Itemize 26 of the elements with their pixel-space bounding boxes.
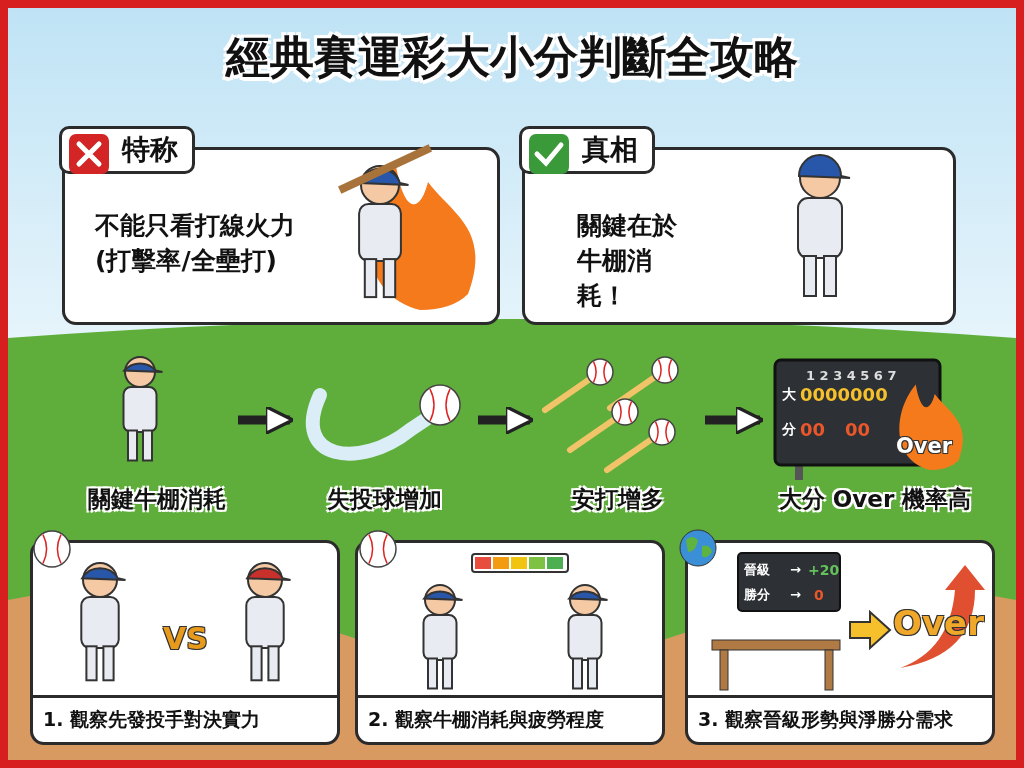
tip-caption: 3. 觀察晉級形勢與淨勝分需求 <box>688 695 992 742</box>
card-text: 不能只看打線火力(打擊率/全壘打) <box>95 210 296 277</box>
arrow <box>705 404 765 436</box>
scoreboard-text: → <box>790 588 801 601</box>
arrow <box>238 404 295 436</box>
arrow <box>478 404 535 436</box>
scoreboard-text: 0000000 <box>800 386 888 404</box>
step-caption: 關鍵牛棚消耗 <box>87 485 226 514</box>
scoreboard-text: 00 <box>800 421 826 439</box>
scoreboard-text: 分 <box>782 422 796 436</box>
step-caption: 安打增多 <box>571 485 664 514</box>
card-text: 關鍵在於牛棚消耗！ <box>577 210 678 312</box>
tip-caption: 2. 觀察牛棚消耗與疲勞程度 <box>358 695 662 742</box>
versus-text: VS <box>163 624 208 654</box>
scoreboard-text: 00 <box>845 421 871 439</box>
scoreboard-text: 勝分 <box>744 588 770 601</box>
scoreboard-text: 晉級 <box>744 563 770 576</box>
step-caption: 大分 Over 機率高 <box>778 485 972 514</box>
scoreboard-text: → <box>790 563 801 576</box>
scoreboard-text: 大 <box>782 387 796 401</box>
step-caption: 失投球增加 <box>326 485 442 514</box>
title: 經典賽運彩大小分判斷全攻略 <box>224 30 799 84</box>
scoreboard-text: 0 <box>814 588 824 602</box>
scoreboard-text: +20 <box>808 563 840 577</box>
inning-numbers: 1 2 3 4 5 6 7 <box>806 369 897 382</box>
tip-caption: 1. 觀察先發投手對決實力 <box>33 695 337 742</box>
